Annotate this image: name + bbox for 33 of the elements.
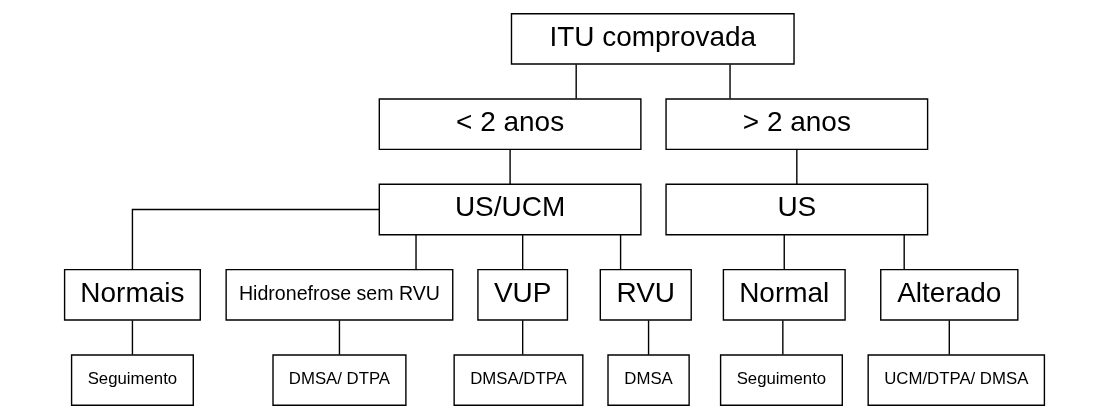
connector <box>131 319 134 356</box>
connector <box>782 319 784 356</box>
node-box: > 2 anos <box>665 98 929 151</box>
connector <box>338 319 341 356</box>
connector <box>575 63 577 100</box>
node-box: ITU comprovada <box>510 13 795 65</box>
connector <box>796 149 798 185</box>
connector <box>415 234 417 270</box>
node-box: Seguimento <box>70 354 194 406</box>
connector <box>521 234 524 270</box>
node-box: DMSA <box>607 354 690 406</box>
node-box: Normal <box>722 268 846 321</box>
connector <box>521 319 524 356</box>
node-box: Seguimento <box>719 354 843 406</box>
node-box: Normais <box>63 268 201 321</box>
node-box: UCM/DTPA/ DMSA <box>867 354 1046 406</box>
connector <box>131 208 380 270</box>
node-box: < 2 anos <box>378 98 642 151</box>
connector <box>619 234 622 270</box>
node-box: RVU <box>599 268 692 321</box>
node-box: US <box>665 183 929 236</box>
node-box: DMSA/ DTPA <box>272 354 407 406</box>
node-box: Alterado <box>880 268 1019 321</box>
node-box: Hidronefrose sem RVU <box>225 268 454 321</box>
connector <box>509 149 511 185</box>
connector <box>647 319 650 356</box>
connector <box>903 234 905 270</box>
connector <box>729 63 731 100</box>
node-box: DMSA/DTPA <box>453 354 584 406</box>
connector <box>783 234 785 270</box>
connector <box>948 319 950 356</box>
node-box: VUP <box>477 268 569 321</box>
node-box: US/UCM <box>378 183 642 236</box>
